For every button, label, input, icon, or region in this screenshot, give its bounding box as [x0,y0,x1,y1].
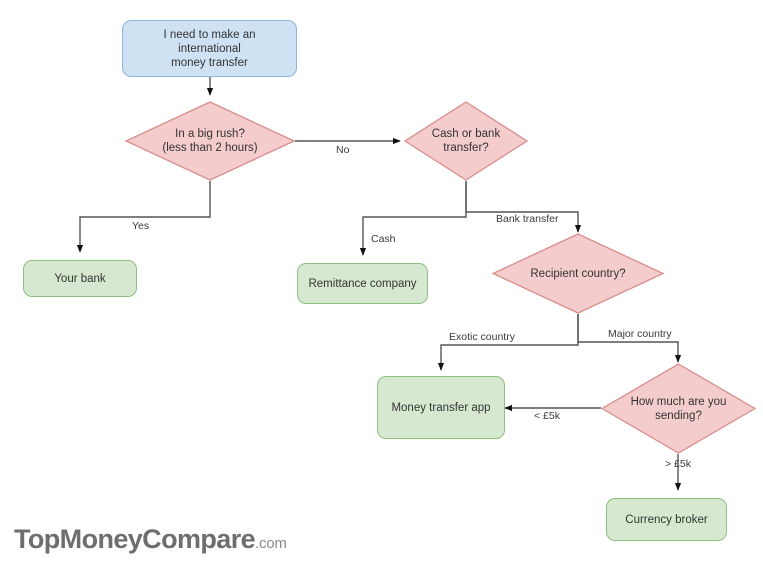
node-start[interactable]: I need to make an international money tr… [122,20,297,77]
edge-label-cash: Cash [371,233,396,245]
edge-label-bank-transfer: Bank transfer [496,213,559,225]
node-start-label-line2: money transfer [171,56,248,69]
edge-label-no: No [336,144,350,156]
edge-label-over-5k: > £5k [665,458,691,470]
node-start-label-line1: I need to make an international [163,28,256,55]
brand-logo: TopMoneyCompare.com [14,524,287,555]
edge-label-exotic-country: Exotic country [449,331,515,343]
node-decision-big-rush[interactable]: In a big rush? (less than 2 hours) [125,101,295,181]
edge-label-under-5k: < £5k [534,410,560,422]
node-your-bank[interactable]: Your bank [23,260,137,297]
edge-label-yes: Yes [132,220,150,232]
node-currency-broker[interactable]: Currency broker [606,498,727,541]
edge-label-major-country: Major country [608,328,672,340]
node-currency-broker-label: Currency broker [625,513,708,526]
edge-rush-to-your-bank [76,181,211,253]
diamond-shape-big-rush [125,101,295,181]
node-decision-how-much[interactable]: How much are you sending? [601,363,756,454]
node-start-label: I need to make an international money tr… [133,28,286,70]
node-money-transfer-app-label: Money transfer app [391,401,491,414]
edge-country-to-amount [577,314,682,363]
node-remittance-company[interactable]: Remittance company [297,263,428,304]
node-decision-recipient-country[interactable]: Recipient country? [492,233,664,314]
diamond-shape-how-much [601,363,756,454]
node-money-transfer-app[interactable]: Money transfer app [377,376,505,439]
edge-method-to-country [465,181,582,233]
node-decision-cash-or-bank[interactable]: Cash or bank transfer? [404,101,528,181]
diamond-shape-recipient-country [492,233,664,314]
node-remittance-company-label: Remittance company [308,277,417,290]
diamond-shape-cash-or-bank [404,101,528,181]
brand-logo-name: TopMoneyCompare [14,524,256,554]
node-your-bank-label: Your bank [54,272,106,285]
brand-logo-tld: .com [255,535,287,552]
